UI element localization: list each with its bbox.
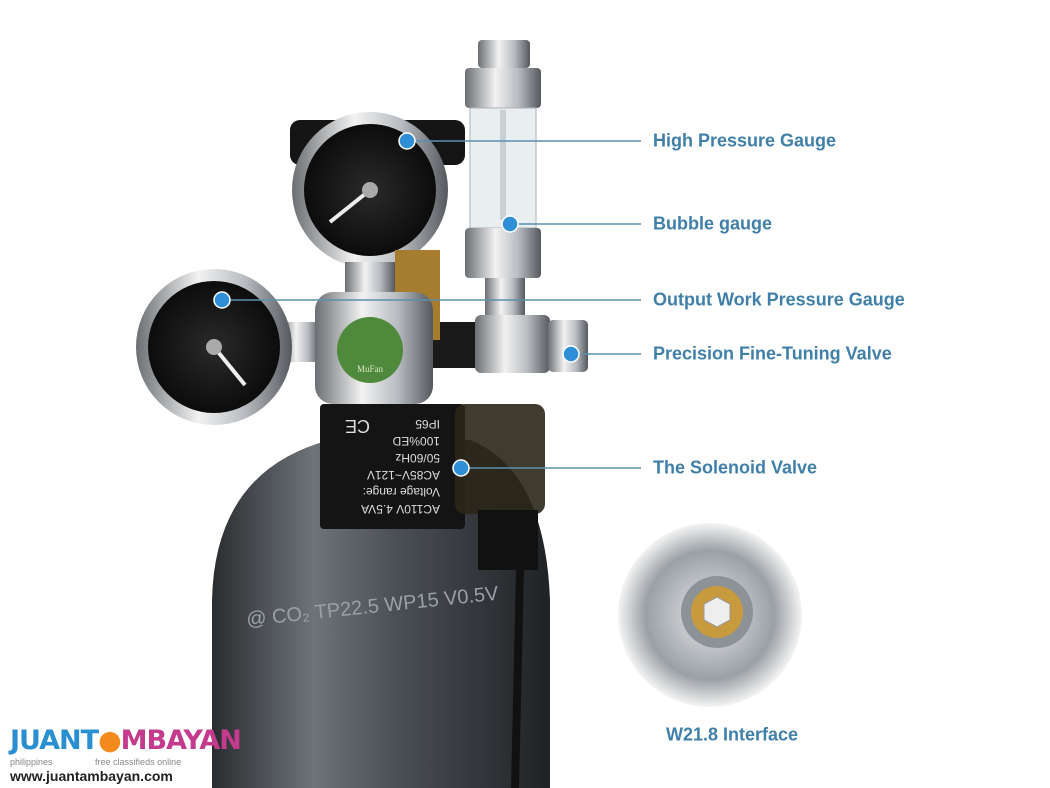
svg-text:Voltage range:: Voltage range:: [363, 485, 440, 499]
callout-dot: [398, 132, 416, 150]
callout-dot: [501, 215, 519, 233]
label-output-pressure-gauge: Output Work Pressure Gauge: [653, 289, 905, 310]
fine-tuning-valve: [430, 315, 588, 373]
solenoid-valve: AC110V 4.5VA Voltage range: AC85V~121V 5…: [320, 404, 545, 788]
output-pressure-gauge: [136, 269, 320, 425]
label-high-pressure-gauge: High Pressure Gauge: [653, 130, 837, 151]
watermark-url: www.juantambayan.com: [10, 768, 173, 784]
label-fine-tuning-valve: Precision Fine-Tuning Valve: [653, 343, 892, 364]
label-solenoid-valve: The Solenoid Valve: [653, 457, 818, 478]
callout-dot: [452, 459, 470, 477]
watermark-right-sub: free classifieds online: [95, 757, 182, 767]
watermark-subtitle: philippines free classifieds online: [10, 756, 241, 768]
regulator-body: MuFan: [315, 292, 433, 404]
watermark-logo: JUANT●MBAYAN philippines free classified…: [10, 725, 242, 785]
label-bubble-gauge: Bubble gauge: [653, 213, 773, 234]
high-pressure-gauge: [290, 112, 465, 340]
brand-mark: MuFan: [357, 364, 384, 374]
watermark-left-sub: philippines: [10, 757, 53, 767]
co2-cylinder: @ CO₂ TP22.5 WP15 V0.5V: [212, 440, 550, 788]
svg-text:AC85V~121V: AC85V~121V: [367, 468, 440, 482]
callout-lines: [222, 140, 641, 469]
svg-text:AC110V 4.5VA: AC110V 4.5VA: [361, 502, 440, 516]
svg-text:50/60Hz: 50/60Hz: [395, 451, 440, 465]
svg-text:IP65: IP65: [415, 417, 440, 431]
bubble-counter: [465, 40, 541, 318]
label-w21-interface: W21.8 Interface: [666, 724, 799, 745]
svg-text:CE: CE: [345, 416, 370, 436]
callout-dot: [562, 345, 580, 363]
callout-dot: [213, 291, 231, 309]
interface-inset-photo: [618, 523, 802, 707]
svg-text:100%ED: 100%ED: [392, 434, 440, 448]
watermark-title: JUANT●MBAYAN: [10, 725, 242, 756]
